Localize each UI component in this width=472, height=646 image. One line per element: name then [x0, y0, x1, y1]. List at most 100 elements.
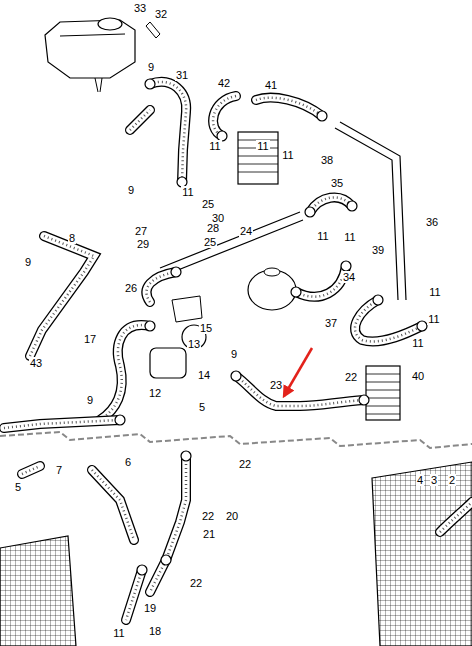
hose-texture	[355, 300, 422, 341]
callout-number: 11	[208, 140, 221, 152]
hose-fill	[22, 466, 40, 474]
callout-number: 22	[238, 458, 252, 470]
tank-cap	[98, 18, 122, 30]
hose-fill	[150, 82, 186, 182]
hose-texture	[440, 502, 472, 532]
callout-number: 18	[148, 625, 162, 637]
callout-number: 23	[269, 379, 283, 391]
hose-texture	[4, 420, 120, 428]
callout-number: 40	[411, 370, 425, 382]
hose	[150, 456, 186, 592]
radiator	[372, 462, 472, 646]
callout-number: 32	[154, 8, 168, 20]
bracket	[172, 296, 202, 322]
hose-fill	[310, 197, 352, 212]
callout-number: 9	[127, 184, 135, 196]
callout-number: 34	[342, 271, 356, 283]
coolant-pump	[150, 348, 186, 378]
coolant-pipe	[335, 122, 406, 300]
hose-clamp	[317, 111, 327, 121]
hose-texture	[92, 470, 134, 540]
hose	[126, 570, 142, 620]
callout-number: 11	[112, 627, 125, 639]
hose	[150, 82, 186, 182]
hose-clamp	[181, 451, 191, 461]
callout-number: 15	[199, 322, 213, 334]
callout-number: 5	[14, 481, 22, 493]
hose	[100, 325, 150, 420]
callout-number: 2	[448, 474, 456, 486]
callout-number: 22	[189, 577, 203, 589]
hose	[213, 96, 236, 136]
hose	[22, 466, 40, 474]
sender	[146, 22, 160, 38]
callout-number: 25	[201, 198, 215, 210]
callout-number: 27	[134, 225, 148, 237]
radiator	[0, 536, 76, 646]
hose-texture	[22, 466, 40, 474]
hose	[130, 110, 150, 130]
hose-texture	[100, 325, 150, 420]
hose-texture	[296, 266, 346, 297]
hose-clamp	[115, 415, 125, 425]
hose-fill	[256, 98, 322, 116]
callout-number: 42	[217, 77, 231, 89]
hose-fill	[150, 456, 186, 592]
hose-clamp	[305, 207, 315, 217]
callout-number: 11	[281, 149, 294, 161]
hose-texture	[150, 456, 186, 592]
hose-fill	[100, 325, 150, 420]
hose	[146, 272, 176, 302]
hose-texture	[146, 272, 176, 302]
hose-clamp	[341, 261, 351, 271]
hose-clamp	[347, 201, 357, 211]
hose-clamp	[137, 565, 147, 575]
hose-texture	[213, 96, 236, 136]
hose-fill	[4, 420, 120, 428]
heat-exchanger	[366, 366, 400, 420]
callout-number: 14	[197, 369, 211, 381]
callout-number: 11	[343, 231, 356, 243]
expansion-tank	[45, 20, 135, 78]
callout-number: 22	[344, 371, 358, 383]
hose	[256, 98, 322, 116]
callout-number: 29	[136, 238, 150, 250]
callout-number: 7	[55, 464, 63, 476]
callout-number: 9	[86, 394, 94, 406]
callout-number: 33	[133, 2, 147, 14]
hose-texture	[310, 197, 352, 212]
callout-number: 8	[68, 232, 76, 244]
hose-clamp	[145, 79, 155, 89]
callout-number: 19	[143, 602, 157, 614]
callout-number: 4	[416, 474, 424, 486]
callout-number: 6	[124, 456, 132, 468]
hose-clamp	[417, 321, 427, 331]
oil-cooler	[238, 132, 278, 184]
hose-clamp	[231, 371, 241, 381]
callout-number: 24	[239, 225, 253, 237]
hose-clamp	[171, 267, 181, 277]
callout-number: 20	[225, 510, 239, 522]
hose-fill	[355, 300, 422, 341]
hose-texture	[256, 98, 322, 116]
callout-number: 28	[206, 222, 220, 234]
hose-fill	[92, 470, 134, 540]
callout-number: 25	[203, 236, 217, 248]
pointer-arrow	[284, 348, 312, 396]
hose-texture	[126, 570, 142, 620]
callout-number: 17	[83, 333, 97, 345]
callout-number: 11	[427, 313, 440, 325]
callout-number: 37	[324, 317, 338, 329]
callout-number: 43	[29, 357, 43, 369]
callout-number: 39	[371, 244, 385, 256]
hose-fill	[440, 502, 472, 532]
hose-clamp	[291, 287, 301, 297]
coolant-pipe	[160, 212, 303, 276]
hose-clamp	[373, 295, 383, 305]
callout-number: 11	[256, 140, 269, 152]
hose-fill	[126, 570, 142, 620]
hose	[310, 197, 352, 212]
callout-number: 9	[230, 348, 238, 360]
